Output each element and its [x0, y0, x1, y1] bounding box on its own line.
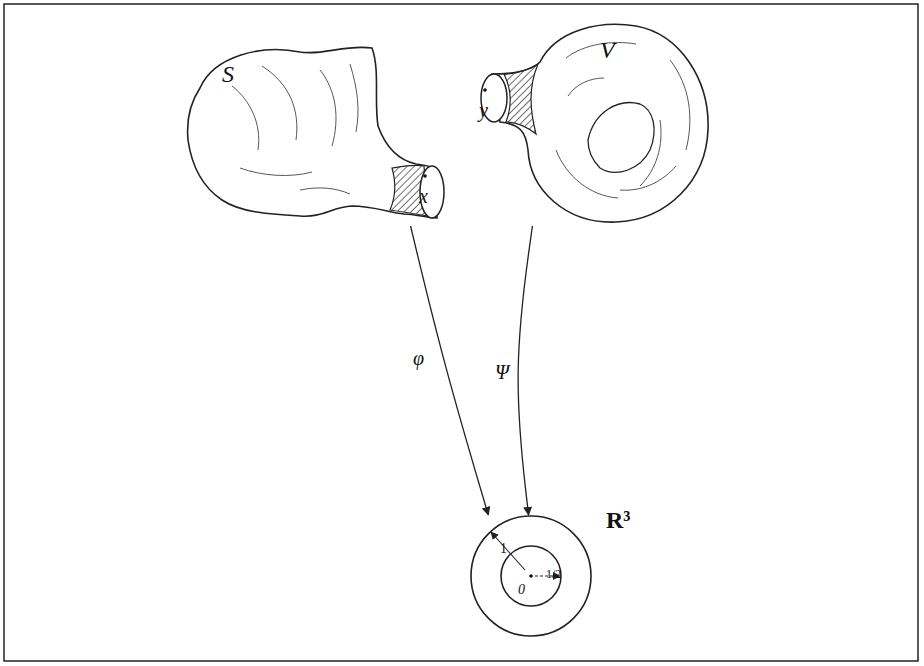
- wrinkle-line: [568, 78, 604, 96]
- unit-circle: [471, 516, 591, 636]
- torus-hole: [588, 103, 654, 173]
- wrinkle-line: [240, 168, 312, 175]
- surface-name: V: [600, 38, 615, 62]
- wrinkle-line: [320, 70, 336, 146]
- point-dot: [483, 88, 487, 92]
- surface-node: S: [180, 36, 442, 226]
- point-label: x: [419, 186, 428, 206]
- point-label: y: [479, 100, 488, 120]
- half-circle: [501, 546, 561, 606]
- map-name: Ψ: [494, 362, 510, 382]
- dimension-label: 1: [500, 542, 507, 556]
- outline: [180, 36, 442, 226]
- map-name: φ: [412, 348, 425, 368]
- dimension-label: 1/2: [546, 568, 561, 580]
- map-arrow: [518, 226, 532, 515]
- outline: [466, 16, 712, 226]
- surface-name: R³: [606, 508, 631, 532]
- wrinkle-line: [620, 166, 676, 190]
- map-arrow: [411, 226, 489, 515]
- ball-node: R³: [470, 515, 592, 637]
- radius-arrow: [491, 532, 525, 570]
- wrinkle-line: [232, 86, 259, 150]
- wrinkle-line: [640, 120, 661, 186]
- wrinkle-line: [556, 150, 618, 198]
- wrinkle-line: [670, 60, 690, 150]
- frame-border: [4, 4, 918, 661]
- wrinkle-line: [350, 64, 358, 132]
- end-disc: [420, 166, 444, 218]
- point-dot: [423, 174, 427, 178]
- surface-outline: [492, 24, 708, 222]
- outline: [470, 515, 592, 637]
- surface-outline: [188, 47, 437, 218]
- wrinkle-line: [300, 188, 350, 194]
- origin-dot: [529, 574, 533, 578]
- hatched-band: [504, 64, 538, 134]
- surface-node: V: [466, 16, 712, 226]
- surface-name: S: [222, 62, 234, 86]
- dimension-label: 0: [518, 583, 525, 597]
- wrinkle-line: [262, 66, 297, 140]
